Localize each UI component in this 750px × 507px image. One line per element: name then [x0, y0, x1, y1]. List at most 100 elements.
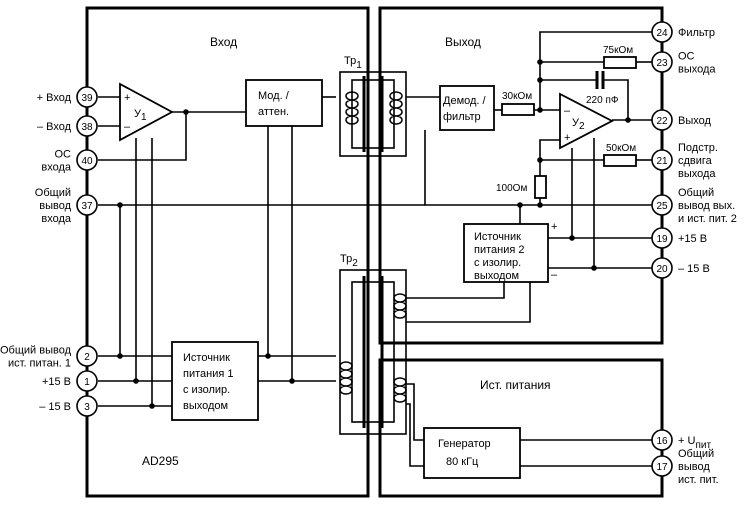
- svg-text:30кОм: 30кОм: [502, 91, 532, 102]
- pin-number: 19: [656, 234, 668, 245]
- pin-label: выхода: [678, 168, 716, 180]
- svg-text:Источник: Источник: [183, 352, 230, 364]
- pin-label: Подстр.: [678, 142, 718, 154]
- svg-text:фильтр: фильтр: [443, 111, 481, 123]
- tr2-generator-coil: [393, 377, 407, 403]
- svg-text:с изолир.: с изолир.: [474, 257, 521, 269]
- pin-label: – Вход: [37, 121, 72, 133]
- wire-p40-fb: [98, 112, 187, 161]
- resistor-30k: [501, 103, 535, 116]
- wire-r50: [539, 139, 560, 160]
- pin-number: 3: [84, 402, 90, 413]
- pin-22: 22 Выход: [651, 109, 711, 131]
- pin-label: входа: [41, 162, 72, 174]
- pin-circle: [76, 345, 98, 367]
- pin-label: Общий: [35, 187, 71, 199]
- svg-text:–: –: [564, 105, 571, 117]
- pin-label: +15 В: [42, 376, 71, 388]
- svg-text:Источник: Источник: [474, 231, 521, 243]
- pin-number: 2: [84, 352, 90, 363]
- psu2-block: [463, 223, 549, 283]
- pin-label: ОС: [55, 149, 72, 161]
- transformer-2-frame: [339, 269, 407, 435]
- resistor-75k: [603, 56, 637, 69]
- pin-label: выхода: [678, 64, 716, 76]
- pin-number: 22: [656, 116, 668, 127]
- pin-label: вывод: [678, 461, 710, 473]
- pin-circle: [651, 194, 673, 216]
- pin-number: 16: [656, 436, 668, 447]
- wire-gen-tr2-b: [406, 403, 424, 467]
- amplifier-2-label: У2: [572, 117, 585, 132]
- pin-circle: [651, 21, 673, 43]
- pin-circle: [651, 257, 673, 279]
- wire-psu2-tr2-a: [406, 282, 505, 299]
- svg-text:+: +: [124, 92, 130, 104]
- tr1-secondary-coil: [389, 91, 403, 125]
- pin-38: 38– Вход: [37, 115, 98, 137]
- pin-39: 39+ Вход: [37, 86, 98, 108]
- pin-circle: [651, 227, 673, 249]
- pin-number: 17: [656, 462, 668, 473]
- pin-label: + Uпит: [678, 435, 711, 451]
- pin-3: 3– 15 В: [39, 395, 98, 417]
- pin-label: входа: [41, 213, 72, 225]
- wire-gen-tr2: [406, 383, 424, 441]
- svg-text:100Ом: 100Ом: [496, 183, 527, 194]
- generator-block: [423, 427, 521, 479]
- power-section-title: Ист. питания: [480, 378, 551, 392]
- svg-text:с изолир.: с изолир.: [183, 384, 230, 396]
- pin-circle: [76, 395, 98, 417]
- modulator-block: [245, 79, 323, 127]
- tr2-psu2-coil: [393, 293, 407, 319]
- pin-label: Общий вывод: [0, 345, 72, 357]
- svg-text:выходом: выходом: [474, 270, 519, 282]
- pin-number: 37: [81, 201, 93, 212]
- pin-circle: [76, 194, 98, 216]
- psu1-block: [171, 341, 259, 421]
- pin-number: 21: [656, 156, 668, 167]
- output-section-frame: [378, 6, 664, 345]
- pin-label: Общий: [678, 448, 714, 460]
- pin-label: Выход: [678, 115, 711, 127]
- pin-label: и ист. пит. 2: [678, 213, 737, 225]
- pin-circle: [651, 455, 673, 477]
- svg-text:Мод. /: Мод. /: [258, 90, 290, 102]
- pin-circle: [651, 51, 673, 73]
- svg-text:Демод. /: Демод. /: [443, 95, 487, 107]
- pin-number: 23: [656, 58, 668, 69]
- pin-circle: [651, 109, 673, 131]
- svg-text:50кОм: 50кОм: [606, 143, 636, 154]
- svg-text:+: +: [551, 221, 557, 233]
- svg-text:Генератор: Генератор: [438, 438, 491, 450]
- transformer-1-inner: [351, 79, 395, 149]
- transformer-2-label: Тр2: [340, 253, 358, 269]
- svg-text:выходом: выходом: [183, 400, 228, 412]
- pin-label: – 15 В: [678, 263, 710, 275]
- transformer-1-label: Тр1: [344, 55, 362, 71]
- pin-number: 1: [84, 377, 90, 388]
- pin-number: 20: [656, 264, 668, 275]
- pin-label: Общий: [678, 187, 714, 199]
- pin-circle: [651, 429, 673, 451]
- pin-label: Фильтр: [678, 27, 715, 39]
- resistor-50k: [603, 154, 637, 167]
- pin-label: ист. пит.: [678, 474, 719, 486]
- pin-number: 25: [656, 201, 668, 212]
- pin-label: + Вход: [37, 92, 72, 104]
- transformer-1-frame: [339, 71, 407, 157]
- pin-16: 16 + Uпит: [651, 429, 711, 451]
- pin-circle: [76, 149, 98, 171]
- svg-text:–: –: [124, 121, 131, 133]
- resistor-100: [534, 175, 547, 199]
- svg-text:75кОм: 75кОм: [603, 45, 633, 56]
- wire-tr1-common: [424, 130, 652, 206]
- wire-psu2-tr2-b: [406, 282, 531, 323]
- input-section-frame: [85, 6, 370, 498]
